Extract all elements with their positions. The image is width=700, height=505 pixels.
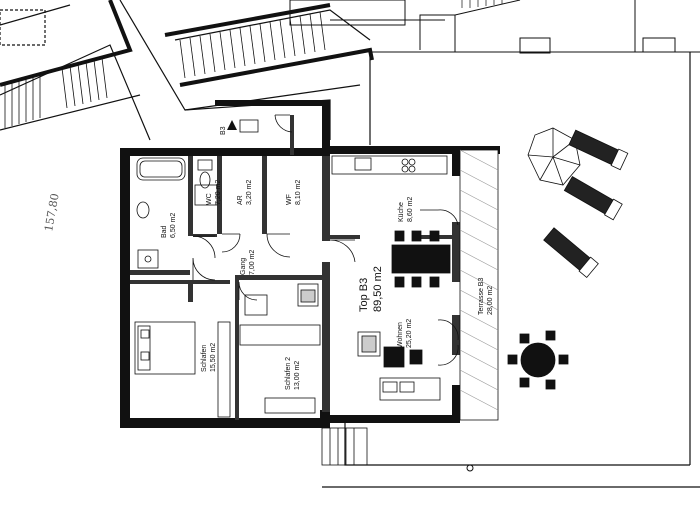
room-area: 8,10 m2 xyxy=(295,180,302,205)
toilet-icon xyxy=(197,159,213,171)
room-name: Küche xyxy=(398,202,405,222)
shower-tray-icon xyxy=(137,249,159,269)
thick-boundary-walls xyxy=(0,0,374,87)
interior-walls xyxy=(130,115,462,420)
room-name: AR xyxy=(237,195,244,205)
room-label-gang: Gang 7,00 m2 xyxy=(240,250,256,275)
washbasin-icon xyxy=(136,201,150,219)
room-name: Terrasse B3 xyxy=(478,278,485,315)
room-area: 6,50 m2 xyxy=(170,213,177,238)
room-area: 3,20 m2 xyxy=(246,180,253,205)
room-area: 13,00 m2 xyxy=(294,361,301,390)
survey-point-marker xyxy=(466,464,474,472)
sofa-icon xyxy=(379,377,441,401)
room-area: 8,60 m2 xyxy=(407,197,414,222)
room-area: 28,00 m2 xyxy=(487,286,494,315)
armchair-icon xyxy=(357,331,381,357)
stove-icon xyxy=(401,158,409,166)
exterior-walls xyxy=(120,100,500,428)
tv-cabinet xyxy=(409,349,423,365)
room-area: 7,20 m2 xyxy=(215,180,222,205)
room-label-terrasse: Terrasse B3 28,00 m2 xyxy=(478,278,494,315)
living-furniture xyxy=(357,331,441,401)
unit-area: 89,50 m2 xyxy=(372,266,384,312)
room-area: 15,50 m2 xyxy=(210,343,217,372)
room-label-bad: Bad 6,50 m2 xyxy=(161,213,177,238)
room-label-wohnen: Wohnen 25,20 m2 xyxy=(397,319,413,348)
room-name: WF xyxy=(286,194,293,205)
dining-table xyxy=(391,230,451,288)
room-label-wc: WC 7,20 m2 xyxy=(206,180,222,205)
upper-right-stairs xyxy=(461,0,503,8)
room-area: 7,00 m2 xyxy=(249,250,256,275)
terrace-awning xyxy=(459,149,499,421)
staircase-top xyxy=(179,11,326,79)
stair-code-label: B3 xyxy=(220,126,227,135)
bathtub-icon xyxy=(136,157,186,181)
double-bed-icon xyxy=(134,321,196,375)
kitchen-counter xyxy=(331,155,448,175)
room-label-schlafen2: Schlafen 2 13,00 m2 xyxy=(285,357,301,390)
room-label-kueche: Küche 8,60 m2 xyxy=(398,197,414,222)
room-label-schlafen: Schlafen 15,50 m2 xyxy=(201,343,217,372)
room-name: Schlafen 2 xyxy=(285,357,292,390)
sun-loungers xyxy=(543,129,629,279)
room-label-wf: WF 8,10 m2 xyxy=(286,180,302,205)
room-name: WC xyxy=(206,193,213,205)
room-name: Wohnen xyxy=(397,322,404,348)
room-name: Schlafen xyxy=(201,345,208,372)
handwritten-note: 157,80 xyxy=(42,192,61,232)
room-label-ar: AR 3,20 m2 xyxy=(237,180,253,205)
bedside-chair-icon xyxy=(297,283,319,307)
bedroom-furniture xyxy=(134,283,321,418)
round-dining-table-icon xyxy=(507,330,569,390)
entrance-steps xyxy=(321,427,368,466)
unit-tag: Top B3 89,50 m2 xyxy=(358,266,384,312)
room-area: 25,20 m2 xyxy=(406,319,413,348)
wardrobe xyxy=(217,321,231,418)
staircase-left xyxy=(4,57,108,128)
unit-id: Top B3 xyxy=(358,278,370,312)
room-name: Gang xyxy=(240,258,247,275)
room-name: Bad xyxy=(161,225,168,238)
sink-icon xyxy=(354,157,372,171)
exit-sign-icon xyxy=(227,119,259,133)
doors xyxy=(192,114,459,366)
bathroom-fixtures xyxy=(136,157,218,269)
upper-right-structures xyxy=(289,0,700,54)
